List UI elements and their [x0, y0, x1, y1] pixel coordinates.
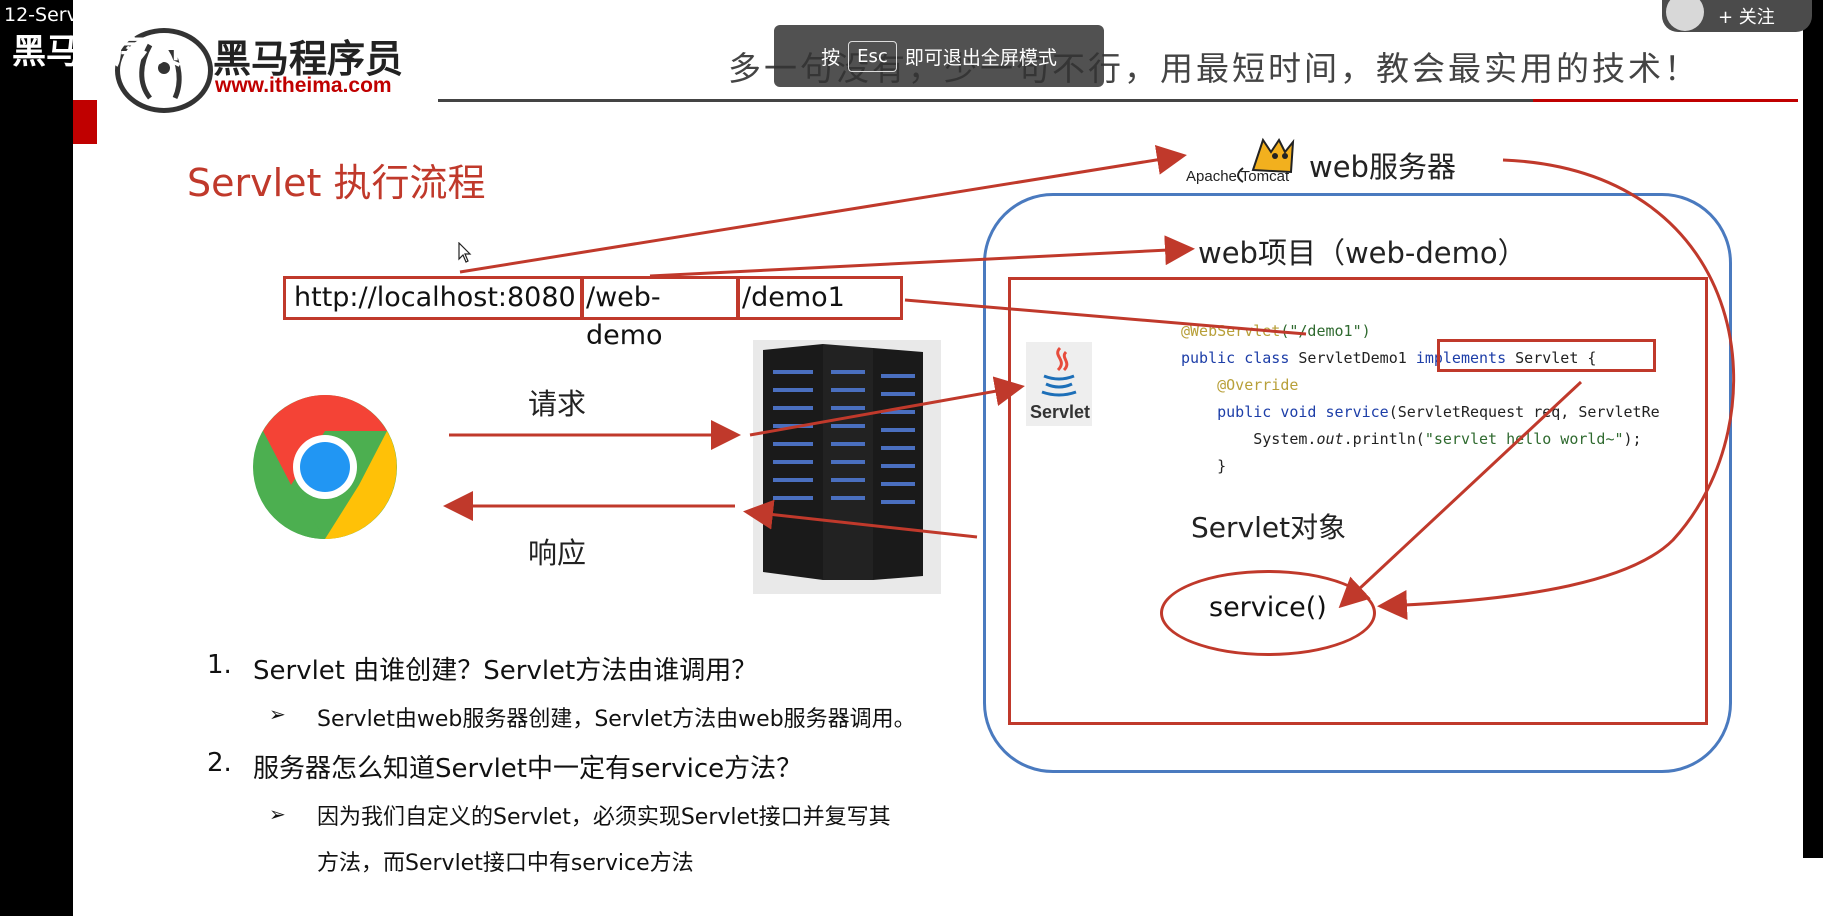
- follow-button[interactable]: + 关注: [1662, 0, 1812, 32]
- code-keyword: public void: [1217, 403, 1325, 421]
- code-text: .println(: [1344, 430, 1425, 448]
- code-string: ("/demo1"): [1280, 322, 1370, 340]
- follow-label: + 关注: [1718, 3, 1775, 29]
- response-label: 响应: [528, 530, 586, 572]
- hint-suffix: 即可退出全屏模式: [905, 43, 1057, 70]
- answer-2-line-1: 因为我们自定义的Servlet，必须实现Servlet接口并复写其: [317, 799, 891, 831]
- service-label: service(): [1209, 592, 1327, 623]
- web-server-label: web服务器: [1309, 144, 1456, 186]
- code-text: );: [1624, 430, 1642, 448]
- header-divider: [438, 99, 1698, 102]
- request-label: 请求: [528, 381, 586, 423]
- code-brace: }: [1217, 457, 1226, 475]
- url-project-box: /web-demo: [581, 276, 739, 320]
- question-number-2: 2.: [207, 748, 232, 778]
- hint-prefix: 按: [821, 43, 840, 70]
- right-edge-bar: [1803, 0, 1823, 916]
- play-control-icon[interactable]: [1783, 858, 1823, 916]
- answer-bullet-icon: ➢: [269, 802, 286, 826]
- servlet-object-label: Servlet对象: [1191, 506, 1346, 546]
- question-1: Servlet 由谁创建？Servlet方法由谁调用？: [253, 650, 757, 687]
- code-classname: ServletDemo1: [1298, 349, 1415, 367]
- code-method: service: [1326, 403, 1389, 421]
- code-annotation: @WebServlet: [1181, 322, 1280, 340]
- channel-avatar[interactable]: [1666, 0, 1704, 31]
- code-text: System.: [1253, 430, 1316, 448]
- logo-url: www.itheima.com: [215, 74, 392, 98]
- header-divider-accent: [1533, 99, 1798, 102]
- code-params: (ServletRequest req, ServletRe: [1389, 403, 1660, 421]
- slide-title: Servlet 执行流程: [187, 152, 486, 207]
- channel-watermark: 黑马程序员: [12, 24, 182, 73]
- question-number-1: 1.: [207, 650, 232, 680]
- esc-key: Esc: [848, 41, 897, 72]
- implements-highlight-box: [1437, 339, 1656, 372]
- video-title: 12-Servlet执行流程&生命周期: [4, 0, 269, 27]
- slide: 黑马程序员 www.itheima.com 多一句没有，少一句不行，用最短时间，…: [73, 0, 1803, 916]
- java-servlet-label: Servlet: [1030, 402, 1090, 423]
- web-project-label: web项目（web-demo）: [1198, 230, 1527, 272]
- chrome-browser-icon: [251, 393, 399, 541]
- code-field: out: [1316, 430, 1343, 448]
- code-annotation: @Override: [1217, 376, 1298, 394]
- code-keyword: public class: [1181, 349, 1298, 367]
- server-rack-icon: [753, 340, 941, 594]
- code-string: "servlet hello world~": [1425, 430, 1624, 448]
- answer-1: Servlet由web服务器创建，Servlet方法由web服务器调用。: [317, 701, 916, 733]
- answer-2-line-2: 方法，而Servlet接口中有service方法: [317, 845, 694, 877]
- url-path-box: /demo1: [737, 276, 903, 320]
- red-corner-block: [73, 100, 97, 144]
- answer-bullet-icon: ➢: [269, 702, 286, 726]
- fullscreen-exit-hint: 按 Esc 即可退出全屏模式: [774, 25, 1104, 87]
- question-2: 服务器怎么知道Servlet中一定有service方法？: [253, 748, 802, 785]
- url-host-box: http://localhost:8080: [283, 276, 583, 320]
- tomcat-label: Apache Tomcat: [1186, 168, 1289, 185]
